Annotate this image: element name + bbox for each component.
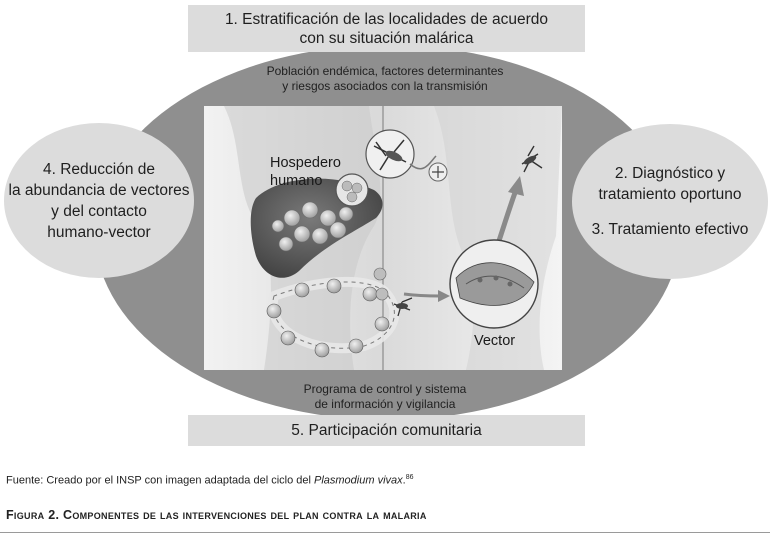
vector-label: Vector <box>474 333 516 349</box>
vector-reduction-line-3: y del contacto <box>51 202 147 220</box>
source-note: Fuente: Creado por el INSP con imagen ad… <box>6 474 414 487</box>
control-note-line-1: Programa de control y sistema <box>303 382 467 396</box>
stratification-line-2: con su situación malárica <box>299 29 474 47</box>
vector-reduction-line-4: humano-vector <box>47 223 151 241</box>
diagnosis-line-2: tratamiento oportuno <box>598 186 742 203</box>
malaria-cycle-illustration <box>204 106 562 370</box>
control-program-note: Programa de control y sistema de informa… <box>240 382 530 412</box>
liver-cells <box>271 201 354 252</box>
source-species: Plasmodium vivax <box>314 474 403 487</box>
source-prefix: Fuente: Creado por el INSP con imagen ad… <box>6 474 314 487</box>
diagnosis-treatment-circle: 2. Diagnóstico y tratamiento oportuno 3.… <box>572 124 768 279</box>
control-note-line-2: de información y vigilancia <box>314 397 456 411</box>
vector-reduction-circle: 4. Reducción de la abundancia de vectore… <box>4 123 194 278</box>
vector-reduction-line-1: 4. Reducción de <box>42 160 156 178</box>
human-host-label: Hospedero humano <box>270 154 360 190</box>
community-participation-box: 5. Participación comunitaria <box>188 415 585 446</box>
community-participation-text: 5. Participación comunitaria <box>291 422 482 439</box>
stratification-line-1: 1. Estratificación de las localidades de… <box>224 10 549 28</box>
treatment-line: 3. Tratamiento efectivo <box>591 221 749 238</box>
vector-reduction-line-2: la abundancia de vectores <box>8 181 190 199</box>
figure-caption: Figura 2. Componentes de las intervencio… <box>6 508 427 522</box>
human-host-line-1: Hospedero <box>270 155 341 171</box>
source-reference: 86 <box>405 474 414 481</box>
endemic-population-note: Población endémica, factores determinant… <box>240 64 530 94</box>
source-suffix: . <box>402 474 406 487</box>
divider <box>0 532 770 533</box>
red-blood-cells <box>266 278 390 358</box>
diagnosis-line-1: 2. Diagnóstico y <box>614 165 726 182</box>
human-host-line-2: humano <box>270 173 323 189</box>
endemic-note-line-2: y riesgos asociados con la transmisión <box>282 79 488 93</box>
stratification-box: 1. Estratificación de las localidades de… <box>188 5 585 52</box>
endemic-note-line-1: Población endémica, factores determinant… <box>266 64 504 78</box>
